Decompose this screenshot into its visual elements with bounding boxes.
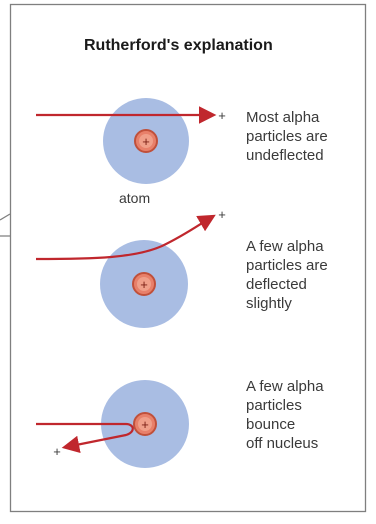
caption-undeflected: Most alpha particles are undeflected — [246, 108, 328, 165]
caption-bounce: A few alpha particles bounce off nucleus — [246, 377, 324, 453]
alpha-plus-1: + — [218, 108, 226, 123]
alpha-plus-3: + — [53, 444, 61, 459]
atom-label: atom — [119, 190, 150, 206]
alpha-plus-2: + — [218, 207, 226, 222]
callout-tail — [0, 214, 10, 236]
diagram-title: Rutherford's explanation — [84, 37, 273, 55]
nucleus-plus-1: + — [142, 134, 150, 149]
nucleus-plus-3: + — [141, 417, 149, 432]
nucleus-plus-2: + — [140, 277, 148, 292]
caption-deflected-slightly: A few alpha particles are deflected slig… — [246, 237, 328, 313]
